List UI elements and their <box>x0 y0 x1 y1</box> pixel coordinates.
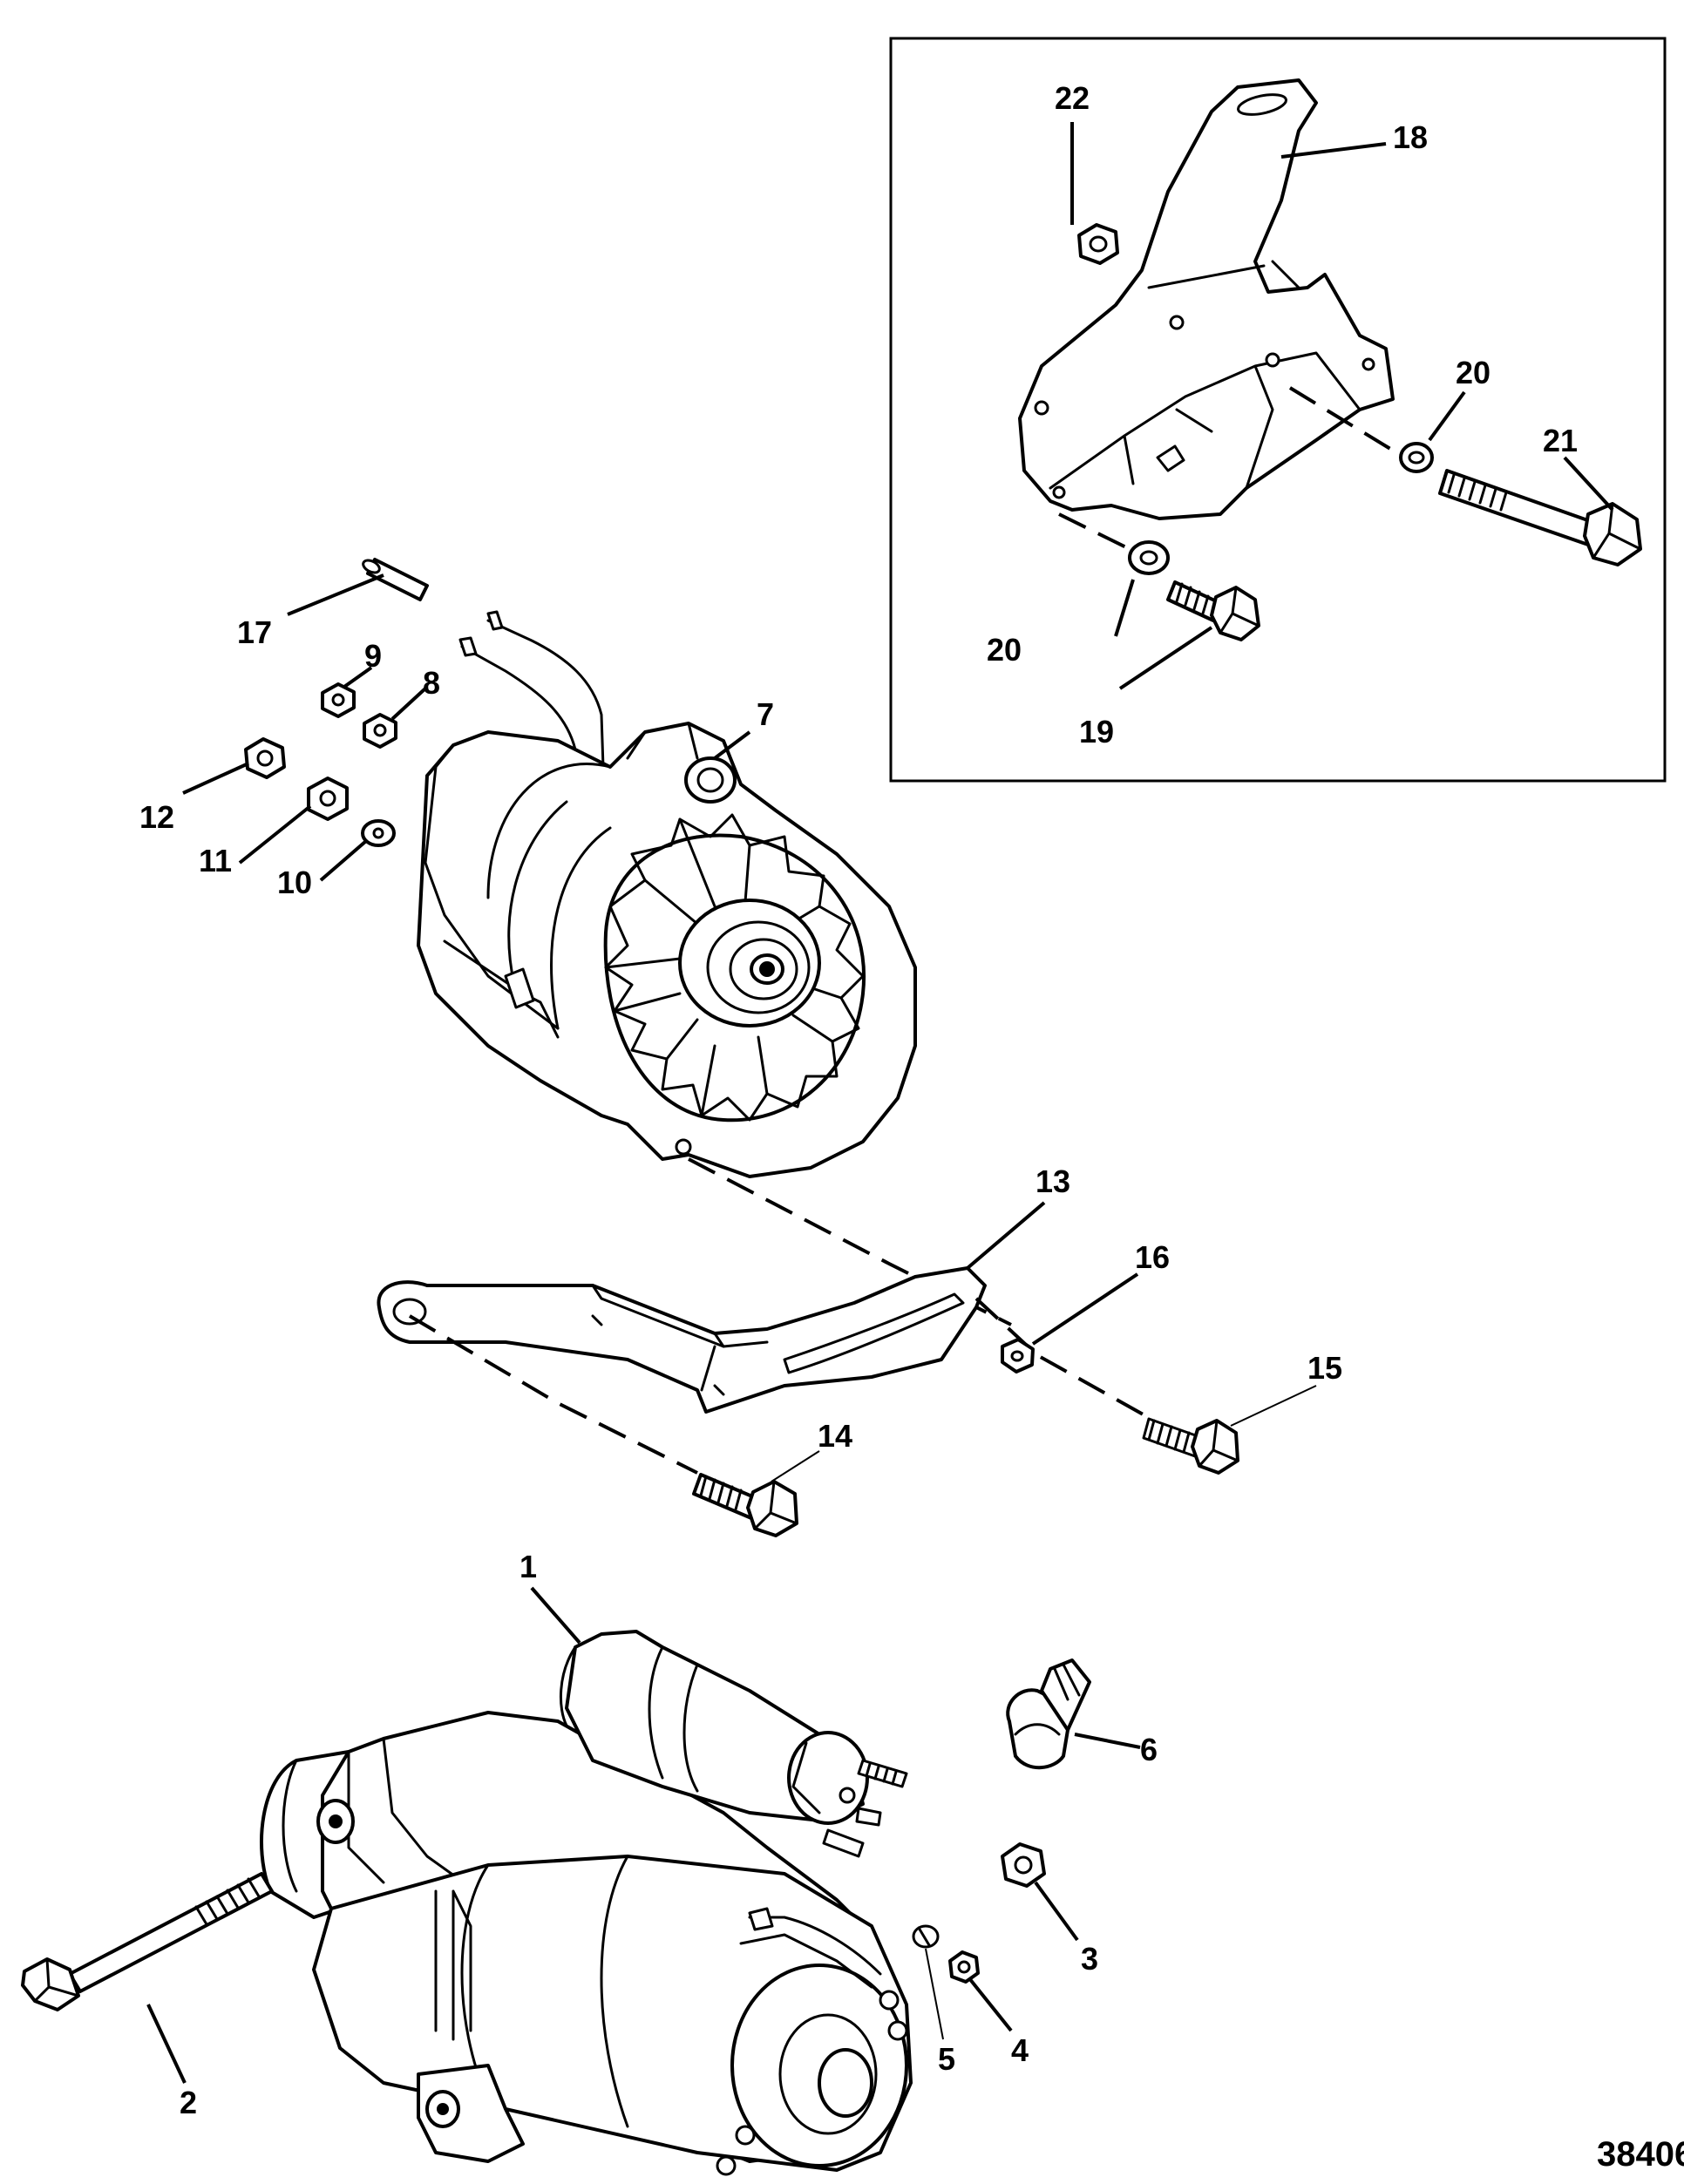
nut-part-12 <box>244 737 286 779</box>
nut-part-22 <box>1077 223 1119 265</box>
inset-frame <box>889 37 1667 783</box>
callout-3: 3 <box>1081 1941 1098 1977</box>
alternator-mount-bracket-part-18 <box>1018 78 1395 520</box>
nut-part-4 <box>948 1950 980 1984</box>
callout-9: 9 <box>364 638 382 674</box>
nut-part-9 <box>321 682 356 718</box>
washer-part-20-upper <box>1399 442 1434 473</box>
callout-18: 18 <box>1393 119 1428 155</box>
callout-19: 19 <box>1079 714 1114 749</box>
callout-7: 7 <box>757 696 774 732</box>
callout-10: 10 <box>277 865 312 900</box>
dashed-line-bolt-15 <box>974 1297 1147 1418</box>
bolt-part-14 <box>692 1473 798 1537</box>
callout-8: 8 <box>423 665 440 701</box>
leader-lines <box>146 122 1614 2084</box>
callout-labels: 22 18 20 21 20 19 17 9 8 12 11 10 7 13 1… <box>139 80 1684 2174</box>
callout-12: 12 <box>139 799 174 835</box>
callout-20-lower: 20 <box>987 632 1022 668</box>
washer-part-20-lower <box>1128 540 1170 575</box>
nut-part-11 <box>307 777 349 821</box>
nut-part-3 <box>1001 1842 1046 1888</box>
washer-part-10 <box>361 819 396 847</box>
callout-22: 22 <box>1055 80 1090 116</box>
callout-11: 11 <box>199 843 232 878</box>
dashed-line-bolt-14 <box>408 1314 698 1475</box>
alternator-part-7 <box>417 722 917 1178</box>
callout-16: 16 <box>1135 1239 1170 1275</box>
dashed-line-bolt-19 <box>1058 512 1134 553</box>
callout-5: 5 <box>938 2041 955 2077</box>
callout-6: 6 <box>1140 1732 1158 1767</box>
callout-15: 15 <box>1307 1350 1342 1386</box>
callout-13: 13 <box>1036 1163 1070 1199</box>
callout-17: 17 <box>237 614 272 650</box>
callout-14: 14 <box>818 1418 852 1454</box>
dashed-line-bolt-21 <box>1288 386 1396 453</box>
callout-1: 1 <box>519 1549 537 1584</box>
pin-part-17 <box>362 558 429 601</box>
nut-part-8 <box>363 713 397 749</box>
battery-cable-terminal-part-6 <box>1006 1658 1091 1770</box>
drawing-number: 38406 <box>1597 2135 1684 2174</box>
bolt-part-2 <box>21 1872 274 2011</box>
callout-2: 2 <box>180 2085 197 2120</box>
callout-21: 21 <box>1543 423 1578 458</box>
wire-lead <box>458 610 605 786</box>
bolt-part-21 <box>1438 469 1642 566</box>
callout-4: 4 <box>1011 2032 1029 2068</box>
starter-motor-part-1 <box>260 1630 913 2176</box>
callout-20-upper: 20 <box>1456 355 1490 390</box>
bolt-part-19 <box>1166 580 1260 641</box>
bolt-part-15 <box>1142 1417 1239 1475</box>
washer-part-16 <box>1001 1338 1035 1373</box>
lock-washer-part-5 <box>912 1924 940 1949</box>
adjusting-bracket-part-13 <box>377 1266 987 1414</box>
